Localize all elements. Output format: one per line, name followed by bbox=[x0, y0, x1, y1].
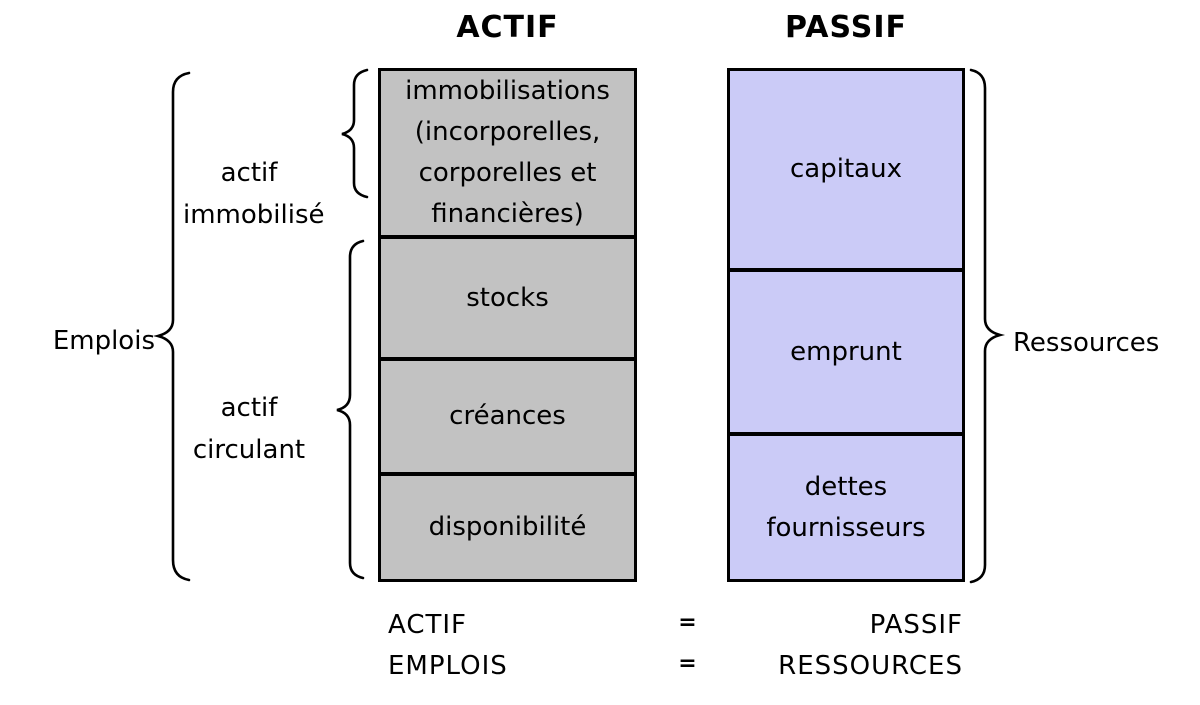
ressources-brace bbox=[969, 68, 1006, 584]
label-line: actif bbox=[220, 393, 278, 423]
equation-rhs: RESSOURCES bbox=[778, 651, 963, 681]
emplois-brace bbox=[152, 71, 191, 582]
box-label-line: dettes bbox=[804, 471, 888, 502]
equation-lhs: EMPLOIS bbox=[388, 651, 508, 681]
equals-sign: = bbox=[678, 610, 698, 635]
label-line: immobilisé bbox=[183, 200, 325, 230]
box-label-line: disponibilité bbox=[428, 512, 587, 542]
equation-lhs: ACTIF bbox=[388, 610, 467, 640]
passif-box-capitaux: capitaux bbox=[730, 71, 962, 268]
label-line: circulant bbox=[192, 435, 306, 465]
box-label-line: créances bbox=[449, 401, 566, 431]
passif-title: PASSIF bbox=[785, 10, 907, 45]
box-label-line: emprunt bbox=[790, 336, 902, 367]
actif-box-stocks: stocks bbox=[381, 235, 634, 357]
passif-box-emprunt: emprunt bbox=[730, 268, 962, 432]
actif-box-immobilisations: immobilisations (incorporelles, corporel… bbox=[381, 71, 634, 235]
box-label-line: capitaux bbox=[790, 154, 902, 184]
actif-immobilise-label: actif immobilisé bbox=[183, 152, 325, 236]
equation-rhs: PASSIF bbox=[869, 610, 963, 640]
box-label-line: stocks bbox=[466, 282, 549, 313]
box-label-line: immobilisations bbox=[405, 76, 610, 106]
actif-column: immobilisations (incorporelles, corporel… bbox=[378, 68, 637, 582]
passif-box-dettes-fournisseurs: dettes fournisseurs bbox=[730, 432, 962, 579]
ressources-label: Ressources bbox=[1013, 328, 1160, 358]
actif-immobilise-brace bbox=[341, 68, 369, 199]
box-label-line: fournisseurs bbox=[766, 512, 926, 543]
box-label-line: financières) bbox=[431, 199, 584, 229]
actif-box-creances: créances bbox=[381, 357, 634, 472]
box-label-line: (incorporelles, bbox=[414, 117, 601, 147]
passif-column: capitaux emprunt dettes fournisseurs bbox=[727, 68, 965, 582]
box-label-line: corporelles et bbox=[418, 158, 597, 188]
actif-circulant-brace bbox=[336, 239, 365, 580]
actif-box-disponibilite: disponibilité bbox=[381, 472, 634, 579]
actif-title: ACTIF bbox=[456, 10, 559, 45]
label-line: actif bbox=[220, 158, 278, 188]
emplois-label: Emplois bbox=[52, 326, 155, 356]
actif-circulant-label: actif circulant bbox=[183, 387, 315, 471]
equals-sign: = bbox=[678, 651, 698, 676]
